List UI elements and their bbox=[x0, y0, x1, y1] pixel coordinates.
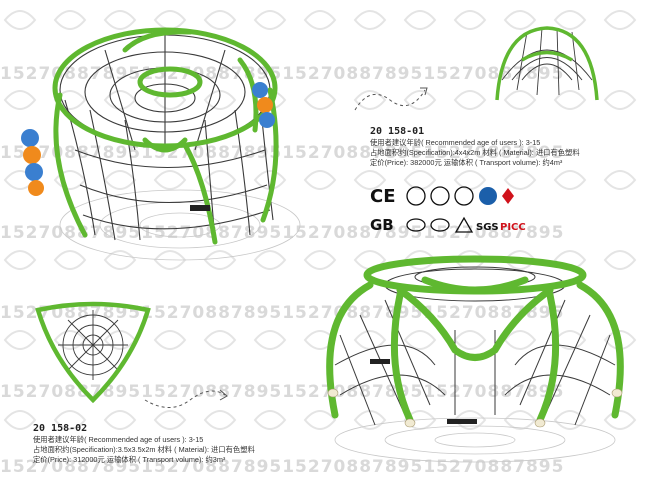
product-code-01: 20 158-01 bbox=[370, 126, 425, 137]
product-price-01: 定价(Price): 382000元 运输体积 ( Transport volu… bbox=[370, 158, 563, 167]
product-price-02: 定价(Price): 312000元 运输体积 ( Transport volu… bbox=[33, 455, 226, 464]
dome-climber-main-image bbox=[21, 27, 301, 261]
product-code-02: 20 158-02 bbox=[33, 423, 88, 434]
product-age-02: 使用者建议年龄( Recommended age of users ): 3-1… bbox=[33, 435, 204, 444]
svg-text:SGS: SGS bbox=[476, 222, 499, 233]
svg-text:CE: CE bbox=[370, 186, 396, 207]
dome-climber-large-image bbox=[326, 255, 624, 463]
dashed-arrow-bottom bbox=[144, 389, 228, 408]
dome-climber-thumbnail bbox=[495, 26, 599, 101]
watermark-row: 1527088789515270887895152708878951527088… bbox=[0, 457, 565, 477]
product-spec-01: 占地面积约(Specification):4x4x2m 材料 ( Materia… bbox=[370, 148, 580, 157]
product-spec-02: 占地面积约(Specification):3.5x3.5x2m 材料 ( Mat… bbox=[33, 445, 255, 454]
certification-logos: CE GB SGS PICC bbox=[370, 186, 526, 234]
svg-text:PICC: PICC bbox=[500, 222, 526, 233]
triangle-top-view-image bbox=[35, 301, 151, 404]
product-age-01: 使用者建议年龄( Recommended age of users ): 3-1… bbox=[370, 138, 541, 147]
svg-text:GB: GB bbox=[370, 216, 394, 234]
watermark-row: 1527088789515270887895152708878951527088… bbox=[0, 143, 565, 163]
dashed-arrow-top bbox=[354, 87, 428, 111]
